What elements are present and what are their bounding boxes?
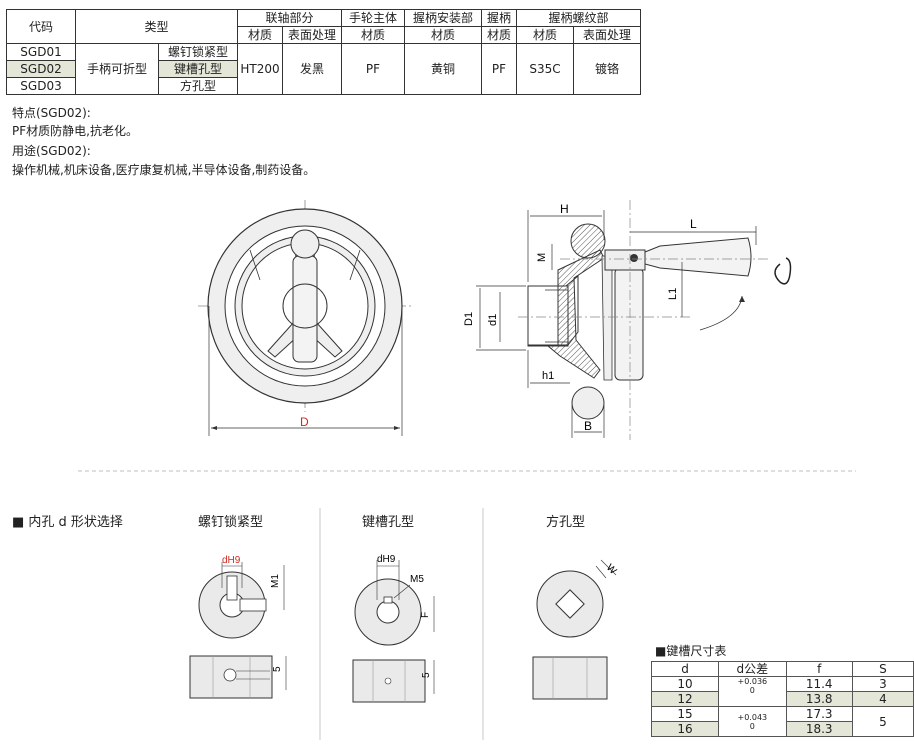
header-type: 类型 — [75, 9, 238, 44]
bore-square-drawing: W — [532, 559, 619, 700]
handwheel-side-view: H L M L1 D1 d1 h1 B — [463, 200, 792, 440]
grip-mount-material: 黄铜 — [404, 43, 482, 95]
key-row-f: 11.4 — [785, 676, 853, 692]
bore-type-keyway-label: 键槽孔型 — [362, 515, 415, 530]
thread-surface: 镀铬 — [573, 43, 641, 95]
bore2-F: F — [420, 612, 431, 618]
key-row-d: 16 — [650, 721, 720, 737]
dim-h1: h1 — [542, 370, 554, 382]
row-code-highlighted: SGD02 — [6, 60, 76, 78]
subheader-material: 材质 — [237, 26, 283, 44]
key-header-tol: d公差 — [718, 661, 787, 677]
tol2-upper: +0.043 — [737, 712, 768, 722]
bore-keyway-drawing: dH9 M5 F 5 — [352, 554, 435, 703]
bore-section-title: ■ 内孔 d 形状选择 — [12, 515, 123, 530]
feature-text: PF材质防静电,抗老化。 — [12, 124, 138, 138]
dim-L1: L1 — [667, 288, 679, 300]
key-row-d: 12 — [650, 691, 720, 707]
bore2-five: 5 — [421, 672, 432, 678]
bore1-M1: M1 — [270, 574, 281, 588]
key-header-s: S — [851, 661, 914, 677]
key-row-s: 4 — [851, 691, 914, 707]
usage-text: 操作机械,机床设备,医疗康复机械,半导体设备,制药设备。 — [12, 163, 316, 177]
tol1-upper: +0.036 — [737, 677, 768, 686]
bore-screw-lock-drawing: dH9 M1 5 — [189, 555, 287, 699]
subheader-material: 材质 — [341, 26, 405, 44]
key-row-f: 17.3 — [785, 706, 853, 722]
row-subtype-highlighted: 键槽孔型 — [158, 60, 238, 78]
bore-type-square-label: 方孔型 — [546, 515, 586, 530]
coupling-surface: 发黑 — [282, 43, 342, 95]
dim-D: D — [300, 415, 309, 429]
thread-material: S35C — [516, 43, 574, 95]
dim-L: L — [690, 217, 697, 231]
row-code: SGD03 — [6, 77, 76, 95]
dim-D1: D1 — [463, 312, 475, 326]
usage-title: 用途(SGD02): — [12, 144, 91, 158]
handwheel-front-view: D — [198, 200, 414, 436]
type-name: 手柄可折型 — [75, 43, 159, 95]
key-row-d: 15 — [650, 706, 720, 722]
grip-material: PF — [481, 43, 517, 95]
key-row-d: 10 — [650, 676, 720, 692]
key-row-s: 5 — [851, 706, 914, 737]
dim-B: B — [584, 419, 592, 433]
dim-M: M — [536, 253, 548, 262]
dim-H: H — [560, 202, 569, 216]
key-row-f: 13.8 — [785, 691, 853, 707]
dim-d1: d1 — [487, 314, 499, 326]
row-code: SGD01 — [6, 43, 76, 61]
header-code: 代码 — [6, 9, 76, 44]
subheader-material: 材质 — [404, 26, 482, 44]
coupling-material: HT200 — [237, 43, 283, 95]
key-row-s: 3 — [851, 676, 914, 692]
feature-title: 特点(SGD02): — [12, 106, 91, 120]
row-subtype: 螺钉锁紧型 — [158, 43, 238, 61]
bore-type-screw-label: 螺钉锁紧型 — [198, 515, 264, 530]
bore1-five: 5 — [272, 666, 283, 672]
spec-table: 代码 类型 联轴部分 手轮主体 握柄安装部 握柄 握柄螺纹部 材质 表面处理 材… — [6, 9, 641, 95]
header-grip-thread: 握柄螺纹部 — [516, 9, 641, 27]
bore2-dH9: dH9 — [377, 554, 396, 565]
bore2-M5: M5 — [410, 574, 424, 585]
wheel-material: PF — [341, 43, 405, 95]
key-header-f: f — [785, 661, 853, 677]
bore3-W: W — [604, 562, 619, 577]
tol1-lower: 0 — [749, 686, 755, 695]
key-table-title: ■键槽尺寸表 — [655, 644, 727, 658]
tol2-lower: 0 — [749, 721, 755, 731]
row-subtype: 方孔型 — [158, 77, 238, 95]
key-header-d: d — [650, 661, 720, 677]
bore1-dH9: dH9 — [222, 555, 241, 566]
key-row-f: 18.3 — [785, 721, 853, 737]
subheader-material: 材质 — [481, 26, 517, 44]
